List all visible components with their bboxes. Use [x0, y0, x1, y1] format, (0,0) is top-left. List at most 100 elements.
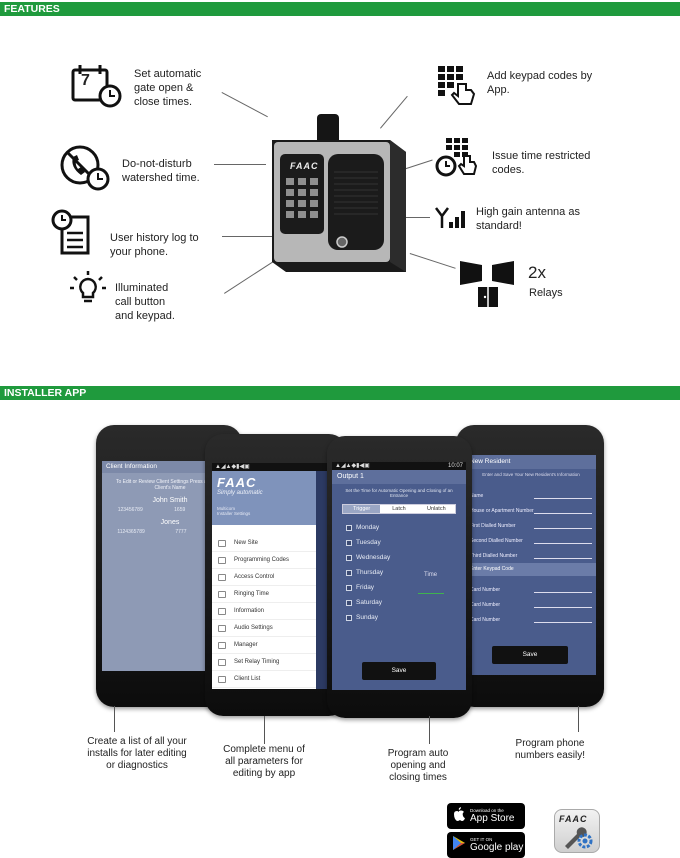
menu-item[interactable]: Access Control [212, 569, 316, 586]
calendar-day: 7 [81, 72, 90, 89]
resident-field-input[interactable] [534, 513, 592, 514]
caption-pin [114, 706, 115, 732]
new-resident-title: New Resident [466, 455, 596, 469]
new-resident-save-button[interactable]: Save [492, 646, 568, 664]
status-bar: ▲◢▲◆▮◀▣10:07 [332, 462, 466, 470]
day-row[interactable]: Wednesday [346, 550, 466, 565]
client-code: 7777 [175, 529, 187, 535]
day-checkbox[interactable] [346, 569, 352, 576]
resident-field[interactable]: Name [470, 484, 592, 499]
client-code: 1659 [174, 507, 186, 513]
card-number-field-label: Card Number [470, 587, 501, 593]
google-play-label: Google play [470, 842, 524, 853]
menu-sub2: Installer Settings [217, 511, 251, 516]
menu-item-label: Access Control [234, 574, 275, 580]
feature-keypad: Add keypad codes by App. [487, 70, 593, 96]
card-number-field[interactable]: Card Number [470, 608, 592, 623]
relays-count: 2x [528, 263, 546, 282]
menu-item[interactable]: Audio Settings [212, 620, 316, 637]
day-label: Wednesday [356, 554, 391, 561]
client-name[interactable]: John Smith [152, 497, 188, 504]
faac-tagline: Simply automatic [217, 490, 263, 496]
resident-field[interactable]: Second Dialled Number [470, 529, 592, 544]
day-row[interactable]: Saturday [346, 595, 466, 610]
day-checkbox[interactable] [346, 614, 352, 621]
client-number: 123456789 [117, 507, 143, 513]
menu-item[interactable]: Information [212, 603, 316, 620]
feature-schedule: Set automatic gate open & close times. [134, 68, 202, 108]
faac-app-icon[interactable]: FAAC [554, 809, 600, 853]
day-row[interactable]: Tuesday [346, 535, 466, 550]
resident-field[interactable]: House or Apartment Number [470, 499, 592, 514]
card-number-field-input[interactable] [534, 622, 592, 623]
menu-item-icon [218, 641, 226, 649]
keypad-code-section: Enter Keypad Code [466, 563, 596, 576]
card-number-field-input[interactable] [534, 592, 592, 593]
app-store-badge[interactable]: Download on the App Store [447, 803, 525, 829]
card-number-field-label: Card Number [470, 617, 501, 623]
client-name[interactable]: Jones [160, 519, 180, 526]
caption-menu: Complete menu of all parameters for edit… [223, 744, 305, 779]
app-store-label: App Store [470, 813, 515, 824]
output-mode-tab[interactable]: Unlatch [417, 505, 455, 513]
day-row[interactable]: Monday [346, 520, 466, 535]
output-save-button[interactable]: Save [362, 662, 436, 680]
clock-list-icon [50, 209, 94, 262]
connector-line [221, 92, 268, 118]
wrench-gear-icon [563, 826, 595, 855]
resident-field-input[interactable] [534, 528, 592, 529]
resident-field[interactable]: First Dialled Number [470, 514, 592, 529]
status-clock: 10:07 [447, 463, 463, 469]
day-label: Monday [356, 524, 380, 531]
feature-history: User history log to your phone. [110, 232, 199, 258]
new-resident-desc: Enter and Save Your New Resident's Infor… [482, 472, 580, 477]
day-label: Sunday [356, 614, 379, 621]
apple-icon [453, 806, 465, 826]
day-label: Friday [356, 584, 375, 591]
day-checkbox[interactable] [346, 539, 352, 546]
connector-line [222, 236, 274, 237]
antenna-signal-icon [435, 206, 467, 235]
google-play-badge[interactable]: GET IT ON Google play [447, 832, 525, 858]
resident-field-input[interactable] [534, 543, 592, 544]
day-checkbox[interactable] [346, 524, 352, 531]
resident-field-label: Second Dialled Number [470, 538, 523, 544]
menu-item[interactable]: New Site [212, 535, 316, 552]
google-play-icon [453, 835, 465, 855]
day-checkbox[interactable] [346, 584, 352, 591]
card-number-field[interactable]: Card Number [470, 593, 592, 608]
menu-item[interactable]: Programming Codes [212, 552, 316, 569]
menu-item-icon [218, 658, 226, 666]
time-label: Time [424, 572, 438, 578]
resident-field-label: First Dialled Number [470, 523, 516, 529]
menu-item-label: New Site [234, 540, 259, 546]
output-desc: Set the Time for Automatic Opening and C… [345, 488, 453, 498]
output-mode-tab[interactable]: Latch [380, 505, 418, 513]
menu-item[interactable]: Ringing Time [212, 586, 316, 603]
day-checkbox[interactable] [346, 599, 352, 606]
menu-screen: ▲◢▲◆▮◀▣ FAAC Simply automatic Multicom I… [212, 463, 332, 689]
resident-field[interactable]: Third Dialled Number [470, 544, 592, 559]
menu-item[interactable]: Client List [212, 671, 316, 688]
keypad-clock-icon [434, 136, 480, 185]
day-checkbox[interactable] [346, 554, 352, 561]
gates-icon [458, 257, 518, 314]
google-play-small: GET IT ON [470, 837, 493, 842]
menu-item[interactable]: Manager [212, 637, 316, 654]
day-row[interactable]: Friday [346, 580, 466, 595]
caption-client-list: Create a list of all your installs for l… [87, 736, 187, 771]
day-row[interactable]: Thursday [346, 565, 466, 580]
menu-item-icon [218, 675, 226, 683]
card-number-field-input[interactable] [534, 607, 592, 608]
resident-field-input[interactable] [534, 558, 592, 559]
output-mode-tab[interactable]: Trigger [343, 505, 381, 513]
feature-antenna: High gain antenna as standard! [476, 206, 580, 232]
menu-item[interactable]: Set Relay Timing [212, 654, 316, 671]
resident-field-input[interactable] [534, 498, 592, 499]
keypad-hand-icon [436, 64, 480, 111]
menu-sub1: Multicom [217, 506, 236, 511]
day-row[interactable]: Sunday [346, 610, 466, 625]
lightbulb-icon [70, 271, 106, 312]
card-number-field[interactable]: Card Number [470, 578, 592, 593]
day-label: Tuesday [356, 539, 381, 546]
